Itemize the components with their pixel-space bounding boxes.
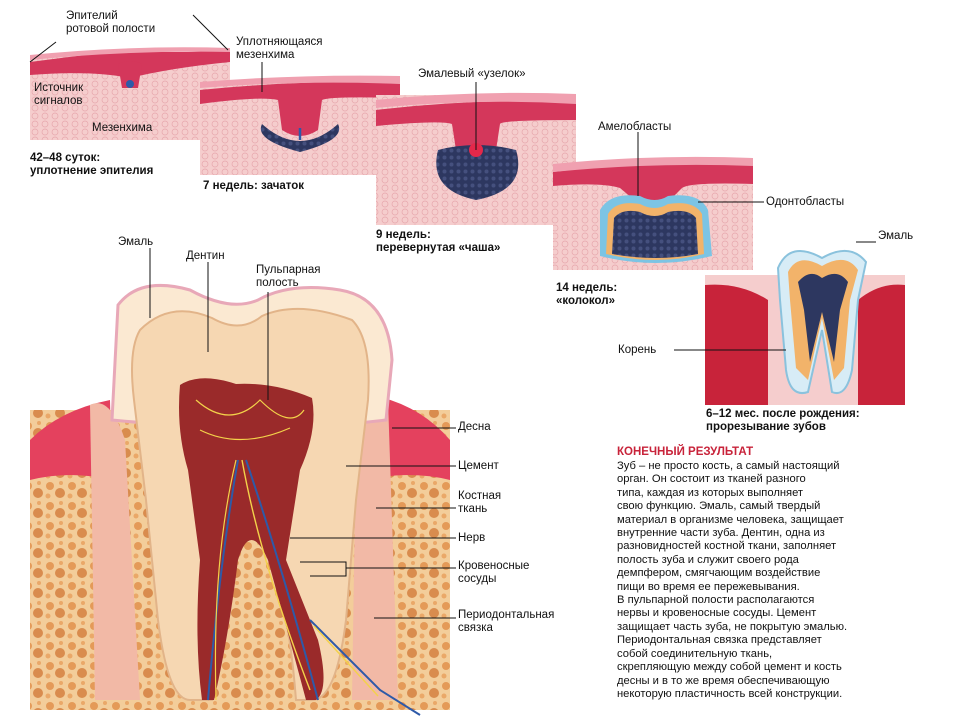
label-mesenchyme: Мезенхима (92, 122, 153, 134)
caption-stage-1: 42–48 суток: уплотнение эпителия (30, 152, 154, 177)
label-enamel: Эмаль (118, 236, 154, 248)
label-odontoblasts: Одонтобласты (766, 196, 845, 208)
main-tooth-cross-section (30, 248, 456, 716)
label-ameloblasts: Амелобласты (598, 121, 672, 133)
label-gum: Десна (458, 421, 491, 433)
caption-stage-3: 9 недель: перевернутая «чаша» (376, 229, 501, 254)
stage-3-panel (376, 82, 576, 225)
label-enamel-stage-5: Эмаль (878, 230, 914, 242)
label-signal-source: Источник сигналов (34, 82, 84, 107)
label-root: Корень (618, 344, 657, 356)
label-dentin: Дентин (186, 250, 225, 262)
final-result-text: Зуб – не просто кость, а самый настоящий… (617, 460, 848, 700)
caption-stage-5: 6–12 мес. после рождения: прорезывание з… (706, 408, 860, 433)
label-enamel-knot: Эмалевый «узелок» (418, 68, 526, 80)
label-pulp-cavity: Пульпарная полость (256, 264, 321, 289)
stage-4-panel (553, 132, 764, 270)
label-oral-epithelium: Эпителий ротовой полости (66, 10, 156, 35)
stage-5-panel (674, 241, 905, 405)
label-blood-vessels: Кровеносные сосуды (458, 560, 530, 585)
label-nerve: Нерв (458, 532, 486, 544)
stage-2-panel (200, 62, 400, 175)
caption-stage-4: 14 недель: «колокол» (556, 282, 618, 307)
label-cement: Цемент (458, 460, 499, 472)
final-result-title: КОНЕЧНЫЙ РЕЗУЛЬТАТ (617, 446, 754, 458)
caption-stage-2: 7 недель: зачаток (203, 180, 305, 192)
label-condensing-mesenchyme: Уплотняющаяся мезенхима (236, 36, 323, 61)
label-bone-tissue: Костная ткань (458, 490, 502, 515)
stage-1-panel (29, 14, 230, 140)
label-periodontal-ligament: Периодонтальная связка (458, 609, 555, 634)
